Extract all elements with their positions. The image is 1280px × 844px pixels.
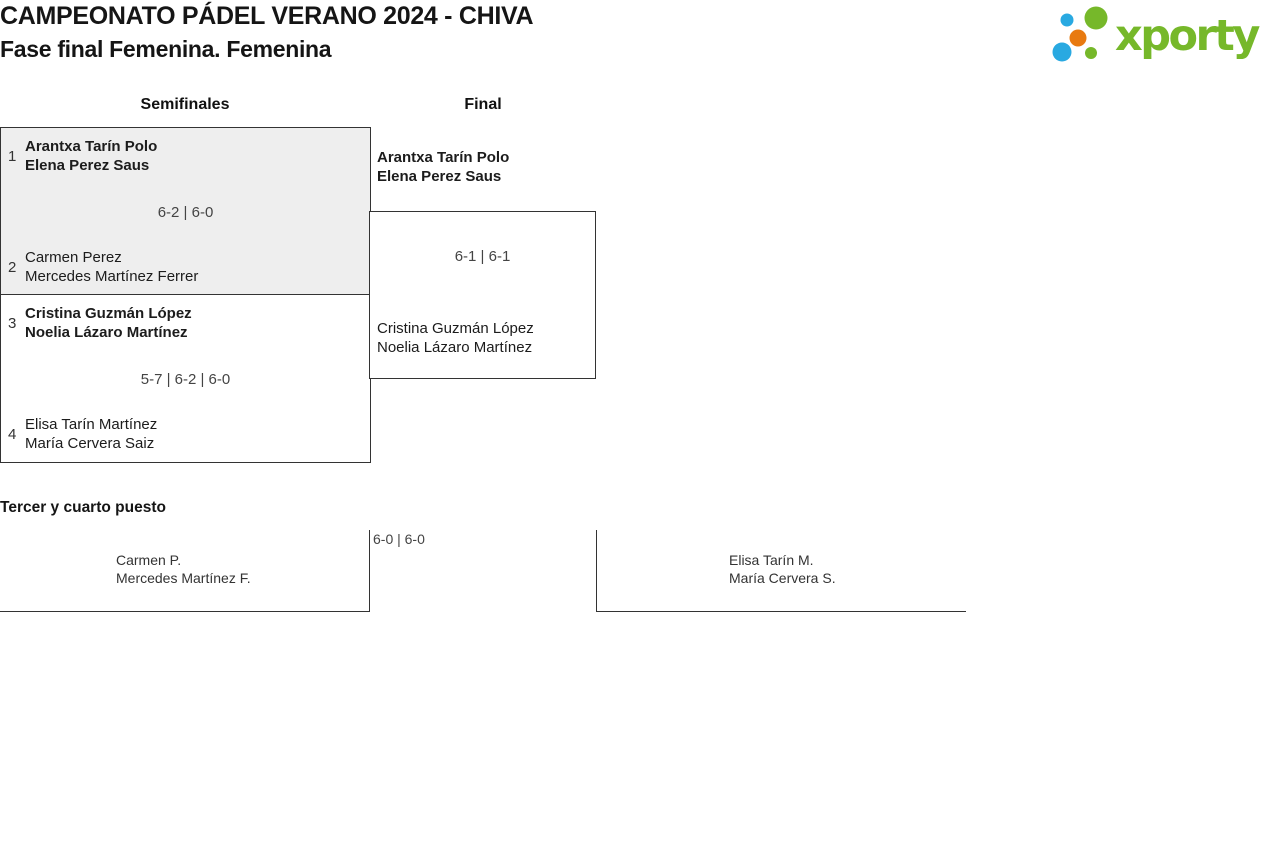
third-place-connector-right [596, 530, 966, 612]
player-name: Cristina Guzmán López [25, 305, 192, 322]
player-name: María Cervera Saiz [25, 435, 155, 452]
seed-number: 2 [8, 258, 17, 276]
player-name: Mercedes Martínez F. [116, 570, 251, 586]
seed-number: 4 [8, 425, 17, 443]
player-name: Elena Perez Saus [25, 157, 150, 174]
team-names: Elisa Tarín Martínez María Cervera Saiz [25, 415, 157, 453]
player-name: Arantxa Tarín Polo [377, 149, 510, 166]
xporty-logo[interactable]: xporty [1048, 3, 1260, 67]
player-name: Elisa Tarín Martínez [25, 416, 158, 433]
match-score-sf2: 5-7 | 6-2 | 6-0 [140, 371, 231, 388]
player-name: Elena Perez Saus [377, 168, 502, 185]
player-name: Carmen Perez [25, 249, 122, 266]
team-entry-sf1-top[interactable]: 1 Arantxa Tarín Polo Elena Perez Saus [8, 137, 157, 175]
team-entry-sf2-top[interactable]: 3 Cristina Guzmán López Noelia Lázaro Ma… [8, 304, 192, 342]
page-title: CAMPEONATO PÁDEL VERANO 2024 - CHIVA [0, 2, 534, 30]
page-subtitle: Fase final Femenina. Femenina [0, 36, 332, 62]
match-semifinal-1: 1 Arantxa Tarín Polo Elena Perez Saus 6-… [0, 127, 371, 295]
finalist-team-2[interactable]: Cristina Guzmán López Noelia Lázaro Mart… [377, 319, 534, 357]
player-name: Cristina Guzmán López [377, 320, 534, 337]
round-header-semifinals: Semifinales [140, 96, 230, 113]
player-name: María Cervera S. [729, 570, 836, 586]
finalist-team-1[interactable]: Arantxa Tarín Polo Elena Perez Saus [377, 148, 509, 186]
round-header-final: Final [464, 96, 502, 113]
seed-number: 1 [8, 147, 17, 165]
match-final: 6-1 | 6-1 Cristina Guzmán López Noelia L… [369, 211, 596, 379]
match-score-final: 6-1 | 6-1 [454, 248, 511, 265]
team-names: Carmen Perez Mercedes Martínez Ferrer [25, 248, 198, 286]
player-name: Carmen P. [116, 552, 182, 568]
player-name: Noelia Lázaro Martínez [377, 339, 533, 356]
match-semifinal-2: 3 Cristina Guzmán López Noelia Lázaro Ma… [0, 294, 371, 463]
team-names: Cristina Guzmán López Noelia Lázaro Mart… [25, 304, 192, 342]
team-entry-sf2-bottom[interactable]: 4 Elisa Tarín Martínez María Cervera Sai… [8, 415, 157, 453]
player-name: Elisa Tarín M. [729, 552, 814, 568]
third-place-team-1[interactable]: Carmen P. Mercedes Martínez F. [116, 551, 251, 587]
xporty-logo-text: xporty [1115, 10, 1260, 61]
player-name: Noelia Lázaro Martínez [25, 324, 188, 341]
team-entry-sf1-bottom[interactable]: 2 Carmen Perez Mercedes Martínez Ferrer [8, 248, 198, 286]
third-place-heading: Tercer y cuarto puesto [0, 499, 166, 516]
seed-number: 3 [8, 314, 17, 332]
player-name: Arantxa Tarín Polo [25, 138, 158, 155]
third-place-connector-left [0, 530, 370, 612]
team-names: Arantxa Tarín Polo Elena Perez Saus [25, 137, 157, 175]
xporty-logo-dots-icon [1052, 6, 1108, 61]
player-name: Mercedes Martínez Ferrer [25, 268, 199, 285]
match-score-sf1: 6-2 | 6-0 [157, 204, 214, 221]
third-place-score: 6-0 | 6-0 [373, 531, 425, 547]
third-place-team-2[interactable]: Elisa Tarín M. María Cervera S. [729, 551, 836, 587]
